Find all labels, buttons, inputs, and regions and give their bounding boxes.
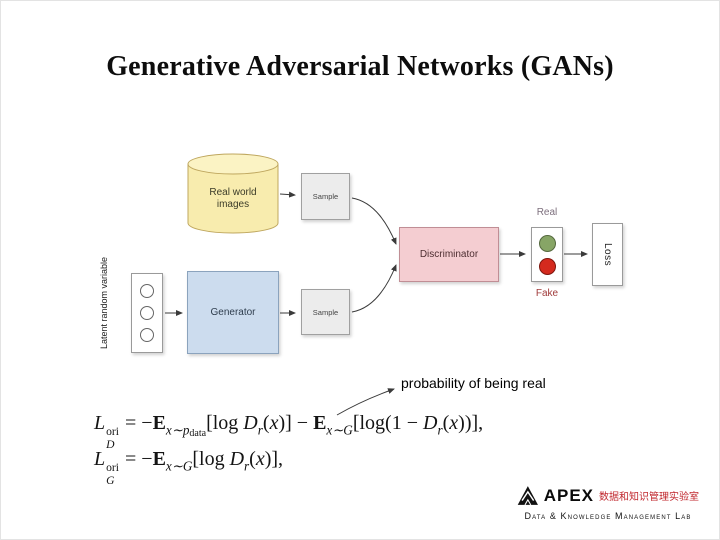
discriminator-box: Discriminator <box>399 227 499 282</box>
annotation-text: probability of being real <box>401 375 546 391</box>
latent-variable-box <box>131 273 163 353</box>
real-world-images-label: Real world images <box>187 187 279 211</box>
lab-name-chinese: 数据和知识管理实验室 <box>599 492 699 503</box>
connector-sample-to-discriminator-bottom <box>351 264 397 313</box>
page-title: Generative Adversarial Networks (GANs) <box>106 51 614 82</box>
cylinder-shape-icon <box>187 153 279 234</box>
real-label: Real <box>536 207 558 218</box>
latent-dot-3 <box>140 328 154 342</box>
apex-triangle-icon <box>517 486 538 506</box>
lab-name-english: Data & Knowledge Management Lab <box>524 511 692 521</box>
loss-label: Loss <box>602 242 613 267</box>
generator-box: Generator <box>187 271 279 354</box>
latent-random-variable-label: Latent random variable <box>99 256 109 350</box>
latent-dot-2 <box>140 306 154 320</box>
sample-box-top: Sample <box>301 173 350 220</box>
connector-sample-to-discriminator-top <box>351 197 397 245</box>
real-fake-indicator-box <box>531 227 563 282</box>
latent-dot-1 <box>140 284 154 298</box>
connector-cylinder-to-sample <box>279 191 296 198</box>
real-dot-icon <box>538 234 556 252</box>
real-world-images-label-line1: Real world <box>209 187 257 198</box>
loss-box: Loss <box>592 223 623 286</box>
sample-box-bottom: Sample <box>301 289 350 335</box>
lab-logo: APEX 数据和知识管理实验室 Data & Knowledge Managem… <box>517 482 699 521</box>
real-world-images-label-line2: images <box>216 199 250 210</box>
lab-logo-row: APEX 数据和知识管理实验室 <box>517 482 699 509</box>
apex-logo-text: APEX <box>543 485 594 505</box>
real-world-images-cylinder <box>187 153 279 235</box>
fake-label: Fake <box>535 288 559 299</box>
fake-dot-icon <box>538 257 556 275</box>
